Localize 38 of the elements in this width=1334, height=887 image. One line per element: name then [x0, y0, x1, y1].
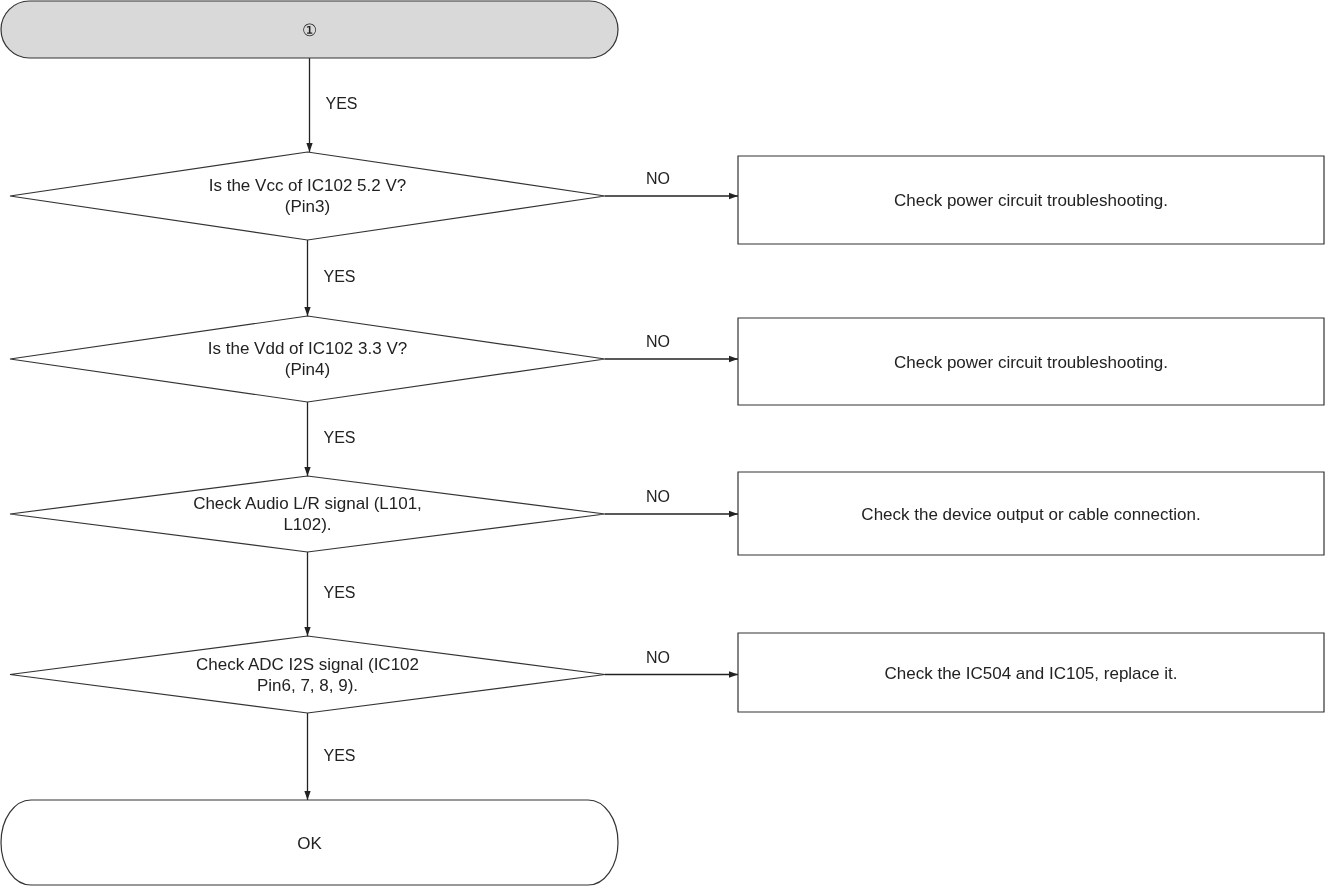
arrow: [604, 671, 739, 678]
edge-label: YES: [323, 268, 356, 286]
arrow: [304, 712, 311, 801]
arrow: [604, 355, 739, 363]
terminator-text: ①: [301, 19, 318, 40]
edge-label: YES: [323, 584, 356, 602]
arrow: [304, 551, 311, 637]
decision-text: Check Audio L/R signal (L101, L102).: [192, 493, 423, 535]
process-text: Check the IC504 and IC105, replace it.: [883, 662, 1179, 683]
arrow: [306, 57, 313, 153]
process-box: [737, 317, 1325, 406]
edge-label: NO: [646, 333, 670, 351]
edge-label: NO: [646, 648, 670, 667]
arrow: [304, 239, 311, 317]
terminator: [0, 0, 619, 59]
edge-label: YES: [325, 95, 358, 113]
process-text: Check power circuit troubleshooting.: [893, 351, 1169, 372]
arrow: [604, 510, 739, 518]
edge-label: YES: [323, 429, 356, 447]
process-box: [737, 632, 1325, 713]
decision-text: Check ADC I2S signal (IC102 Pin6, 7, 8, 9).: [195, 653, 420, 696]
edge-label: YES: [323, 746, 356, 765]
edge-label: NO: [646, 488, 670, 506]
arrow: [604, 192, 739, 200]
decision-diamond: [9, 315, 606, 403]
arrow: [304, 401, 311, 477]
process-text: Check power circuit troubleshooting.: [893, 189, 1169, 211]
decision-diamond: [9, 635, 606, 714]
terminator: [0, 799, 619, 886]
terminator-text: OK: [296, 832, 323, 853]
decision-diamond: [9, 151, 606, 241]
process-box: [737, 471, 1325, 556]
process-text: Check the device output or cable connection.: [860, 503, 1202, 524]
edge-label: NO: [646, 170, 670, 188]
decision-text: Is the Vcc of IC102 5.2 V? (Pin3): [207, 175, 408, 217]
decision-diamond: [9, 475, 606, 553]
decision-text: Is the Vdd of IC102 3.3 V? (Pin4): [206, 338, 409, 380]
process-box: [737, 155, 1325, 245]
